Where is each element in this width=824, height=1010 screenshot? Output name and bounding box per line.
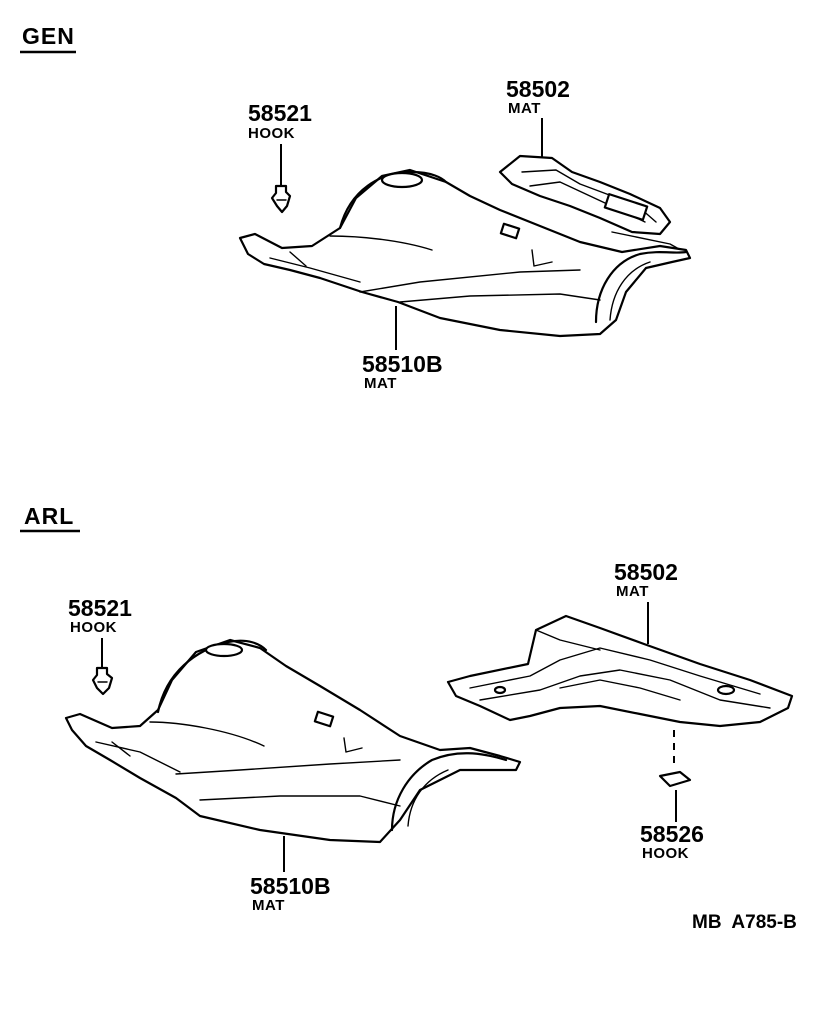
reference-code: MB A785-B — [692, 912, 797, 933]
hook-58526-arl[interactable]: 58526 HOOK — [640, 770, 704, 862]
part-name-mat-arl: MAT — [616, 583, 649, 600]
section-title-gen: GEN — [22, 23, 75, 49]
part-number-floor-mat-gen: 58510B — [362, 351, 443, 377]
hook-pad-icon — [658, 770, 692, 788]
mat-58502-gen[interactable]: 58502 MAT — [498, 76, 689, 255]
part-number-floor-mat-arl: 58510B — [250, 873, 331, 899]
hook-58521-arl[interactable]: 58521 HOOK — [68, 595, 132, 696]
section-arl: ARL 58521 HOOK 58502 MAT — [20, 503, 794, 914]
part-name-hook-arl: HOOK — [70, 619, 117, 636]
part-number-mat-gen: 58502 — [506, 76, 570, 102]
hook-58521-gen[interactable]: 58521 HOOK — [248, 100, 312, 214]
part-number-hook-gen: 58521 — [248, 100, 312, 126]
rear-mat-shape — [446, 614, 794, 768]
section-title-arl: ARL — [24, 503, 74, 529]
hook-clip-icon — [270, 184, 292, 214]
part-name-floor-mat-gen: MAT — [364, 375, 397, 392]
floor-mat-shape — [64, 638, 522, 844]
rear-mat-shape — [498, 154, 689, 255]
part-name-floor-mat-arl: MAT — [252, 897, 285, 914]
part-name-mat-gen: MAT — [508, 100, 541, 117]
part-number-hook-pad-arl: 58526 — [640, 821, 704, 847]
part-number-mat-arl: 58502 — [614, 559, 678, 585]
floor-mat-shape — [238, 168, 692, 338]
hook-clip-icon — [91, 666, 114, 696]
part-name-hook-gen: HOOK — [248, 125, 295, 142]
mat-58510b-arl[interactable]: 58510B MAT — [64, 638, 522, 914]
part-name-hook-pad-arl: HOOK — [642, 845, 689, 862]
part-number-hook-arl: 58521 — [68, 595, 132, 621]
mat-58502-arl[interactable]: 58502 MAT — [446, 559, 794, 768]
section-gen: GEN 58521 HOOK 58502 MAT — [20, 23, 692, 392]
mat-58510b-gen[interactable]: 58510B MAT — [238, 168, 692, 392]
